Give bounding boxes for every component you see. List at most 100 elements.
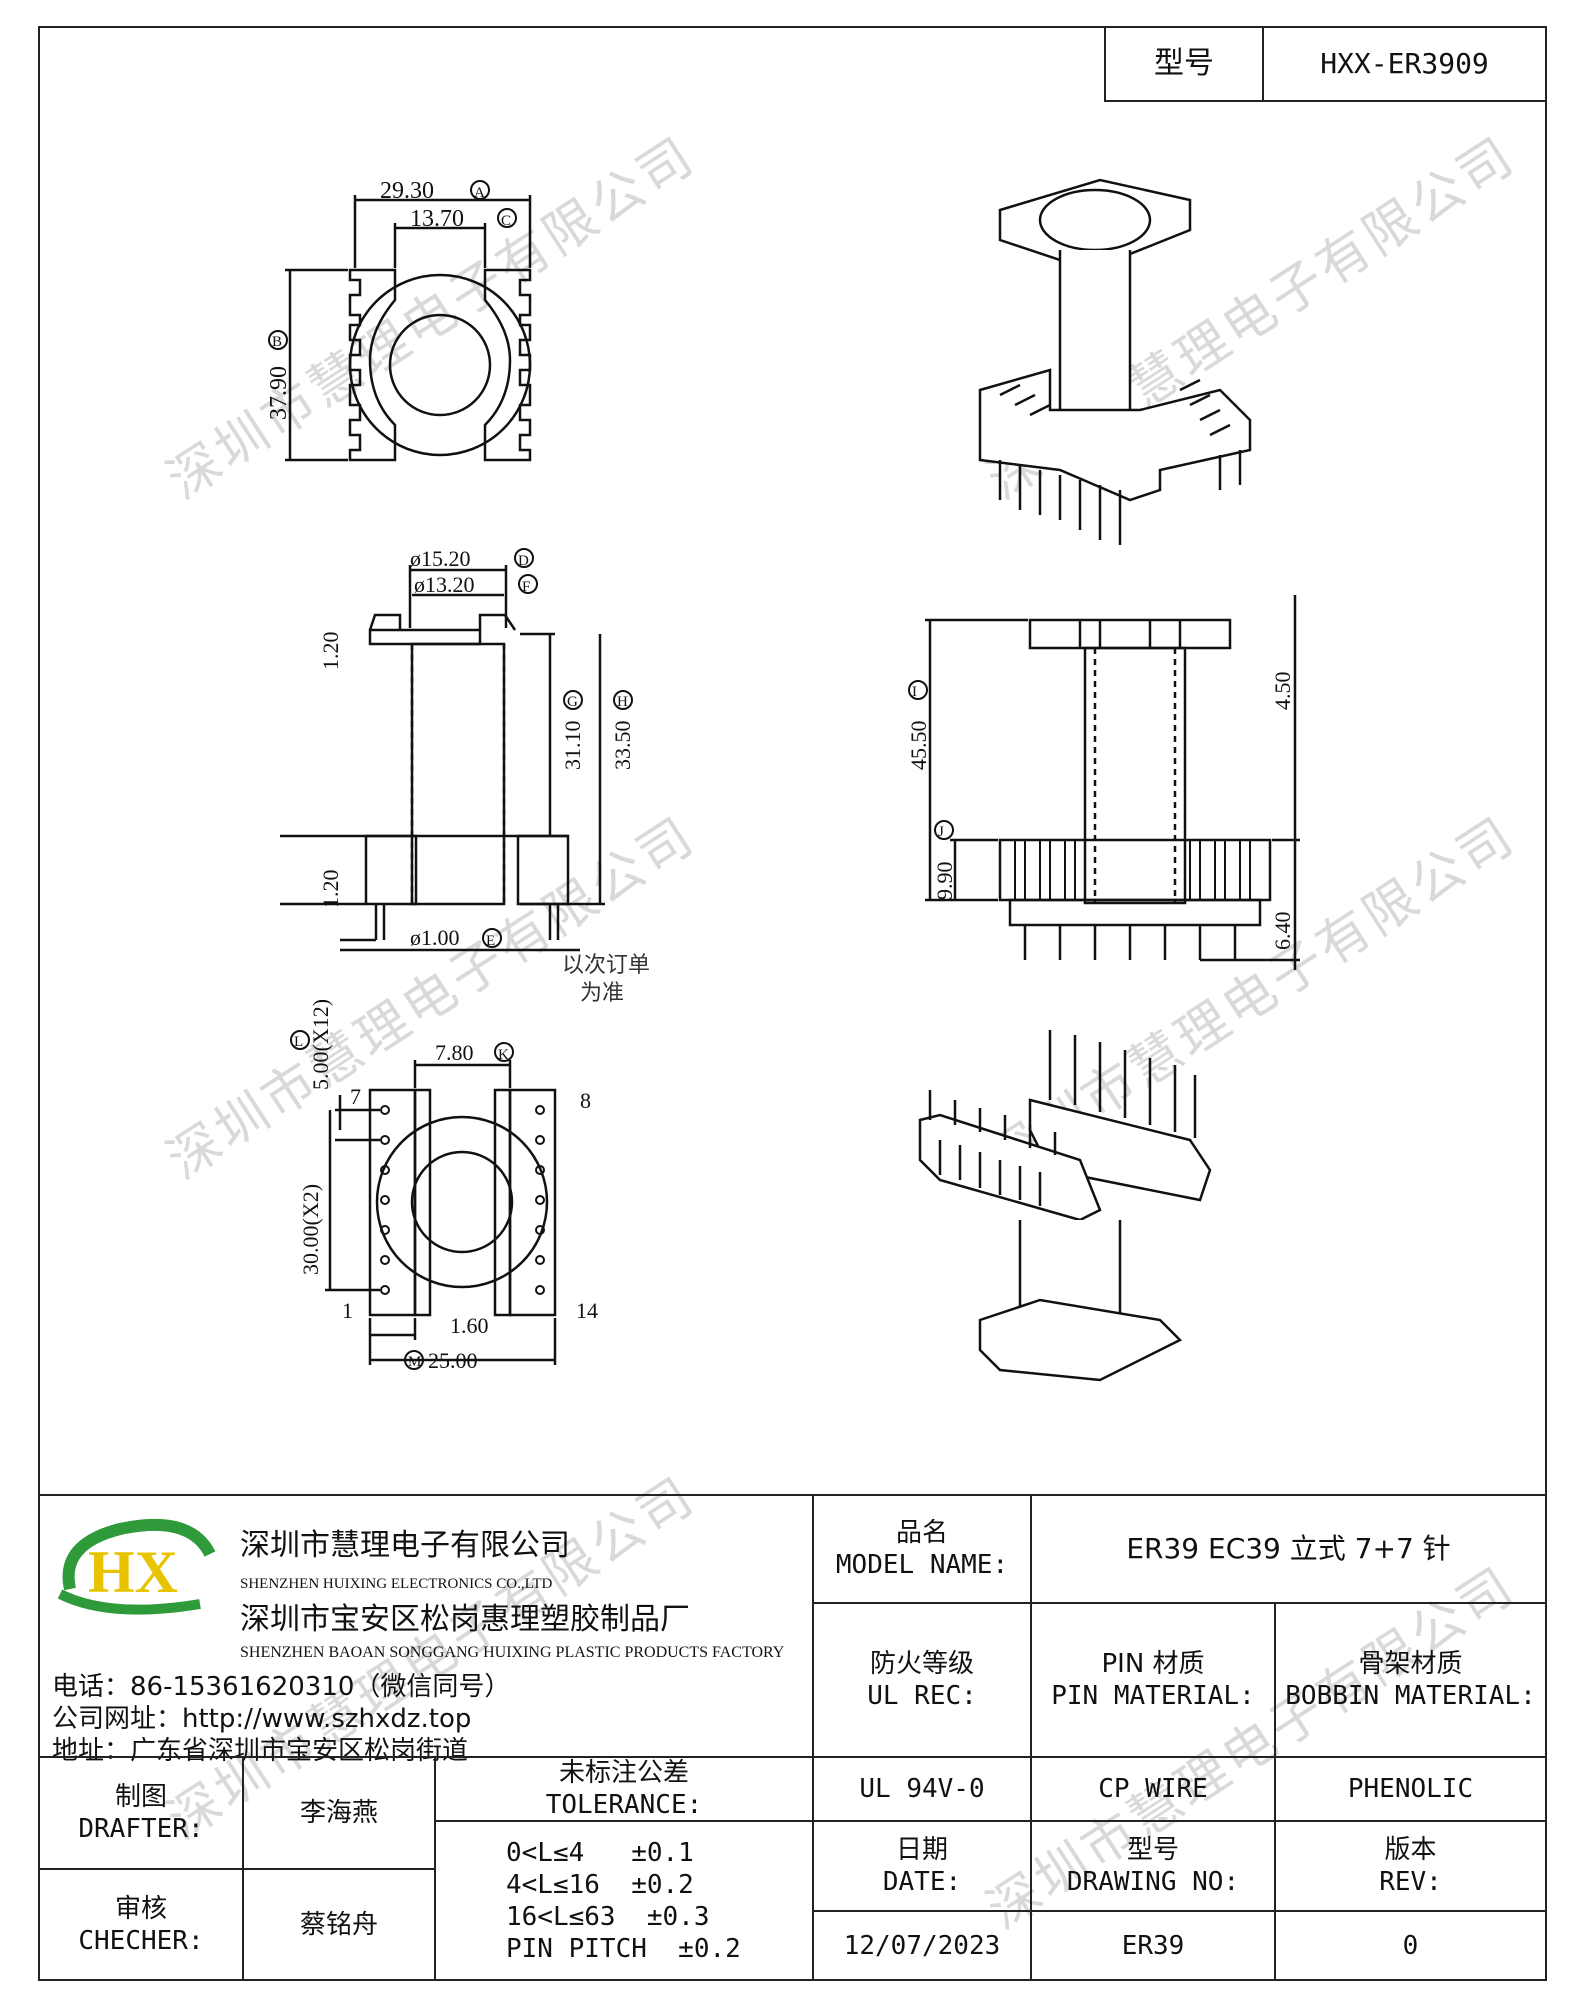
dim-rows: 30.00(X2): [298, 1184, 323, 1275]
company-phone: 电话：86-15361620310（微信同号）: [52, 1672, 511, 1702]
model-value: HXX-ER3909: [1320, 47, 1489, 80]
ul-value: UL 94V-0: [859, 1774, 985, 1804]
bobbin-value-cell: PHENOLIC: [1274, 1756, 1547, 1822]
dim-height: 37.90: [266, 366, 292, 420]
dim-flange: 1.20: [318, 632, 343, 671]
model-name-label-en: MODEL NAME:: [835, 1550, 1009, 1580]
note-line2: 为准: [580, 980, 624, 1005]
model-name-label-cn: 品名: [895, 1518, 948, 1548]
dim-mark-g: G: [567, 694, 578, 710]
dim-side-base: 9.90: [932, 862, 957, 901]
drawing-no-value: ER39: [1121, 1930, 1185, 1961]
date-value: 12/07/2023: [843, 1930, 1001, 1961]
bobbin-material-label-cn: 骨架材质: [1358, 1649, 1463, 1679]
drafter-value: 李海燕: [299, 1798, 378, 1828]
dim-total: 33.50: [610, 721, 635, 771]
ul-label-cell: 防火等级 UL REC:: [812, 1602, 1032, 1758]
pin-value-cell: CP WIRE: [1030, 1756, 1276, 1822]
tolerance-line: 0<L≤4 ±0.1: [506, 1837, 694, 1868]
dim-mark-h: H: [617, 694, 628, 710]
checker-value-cell: 蔡铭舟: [242, 1868, 436, 1981]
dim-mark-j: J: [938, 824, 944, 840]
tolerance-line: 16<L≤63 ±0.3: [506, 1901, 710, 1932]
dim-pin-diameter: ø1.00: [410, 925, 460, 950]
ul-label-en: UL REC:: [867, 1681, 977, 1711]
pin-label-1: 1: [342, 1298, 353, 1323]
drafter-value-cell: 李海燕: [242, 1756, 436, 1870]
dim-top-gap: 4.50: [1270, 672, 1295, 711]
pin-material-label-cn: PIN 材质: [1101, 1649, 1205, 1679]
drawing-no-label-cn: 型号: [1126, 1835, 1179, 1865]
checker-value: 蔡铭舟: [299, 1909, 378, 1940]
ul-label-cn: 防火等级: [869, 1649, 974, 1679]
dim-mark-i: I: [912, 684, 917, 700]
dim-pin-length: 6.40: [1270, 912, 1295, 951]
dim-mark-b: B: [272, 334, 282, 350]
isometric-view-top: [978, 178, 1252, 545]
date-label-cn: 日期: [895, 1835, 948, 1865]
dim-mark-f: F: [522, 579, 530, 595]
tolerance-values-cell: 0<L≤4 ±0.1 4<L≤16 ±0.2 16<L≤63 ±0.3 PIN …: [434, 1820, 814, 1981]
factory-name-en: SHENZHEN BAOAN SONGGANG HUIXING PLASTIC …: [240, 1644, 785, 1661]
dim-diameter-outer: ø15.20: [410, 546, 471, 571]
tolerance-label-cell: 未标注公差 TOLERANCE:: [434, 1756, 814, 1822]
model-name-value-cell: ER39 EC39 立式 7+7 针: [1030, 1494, 1547, 1604]
rev-label-en: REV:: [1379, 1867, 1442, 1897]
company-website: 公司网址：http://www.szhxdz.top: [52, 1704, 472, 1734]
ul-value-cell: UL 94V-0: [812, 1756, 1032, 1822]
pin-material-label-cell: PIN 材质 PIN MATERIAL:: [1030, 1602, 1276, 1758]
tolerance-line: 4<L≤16 ±0.2: [506, 1869, 694, 1900]
side-view-drawing: 45.50 I 9.90 J 4.50 6.40: [906, 595, 1300, 970]
dim-mark-l: L: [294, 1034, 303, 1050]
model-value-cell: HXX-ER3909: [1262, 26, 1547, 102]
dim-width-inner: 13.70: [410, 206, 464, 232]
drafter-label-en: DRAFTER:: [78, 1814, 204, 1844]
rev-label-cell: 版本 REV:: [1274, 1820, 1547, 1912]
factory-name-cn: 深圳市宝安区松岗惠理塑胶制品厂: [240, 1602, 690, 1637]
logo-text: HX: [88, 1539, 178, 1605]
dim-mark-e: E: [486, 933, 495, 949]
model-name-value: ER39 EC39 立式 7+7 针: [1126, 1532, 1451, 1565]
model-label-cell: 型号: [1104, 26, 1264, 102]
date-value-cell: 12/07/2023: [812, 1910, 1032, 1981]
dim-pitch: 5.00(X12): [308, 1000, 333, 1090]
note-line1: 以次订单: [562, 952, 650, 977]
company-logo: HX: [57, 1518, 216, 1615]
dim-diameter-inner: ø13.20: [414, 572, 475, 597]
tolerance-line: PIN PITCH ±0.2: [506, 1933, 741, 1964]
pin-label-7: 7: [350, 1084, 361, 1109]
checker-label-cn: 审核: [114, 1893, 167, 1924]
drafter-label-cell: 制图 DRAFTER:: [38, 1756, 244, 1870]
dim-base: 1.20: [318, 870, 343, 909]
pin-value: CP WIRE: [1098, 1774, 1208, 1804]
dim-pin-offset: 1.60: [450, 1313, 489, 1338]
checker-label-cell: 审核 CHECHER:: [38, 1868, 244, 1981]
bobbin-value: PHENOLIC: [1347, 1774, 1474, 1804]
rev-label-cn: 版本: [1384, 1835, 1437, 1865]
checker-label-en: CHECHER:: [78, 1925, 204, 1956]
top-view-drawing: 29.30 A 13.70 C 37.90 B: [266, 180, 532, 462]
dim-width-outer: 29.30: [380, 180, 434, 204]
company-address: 地址：广东省深圳市宝安区松岗街道: [52, 1736, 469, 1766]
tolerance-label-cn: 未标注公差: [558, 1758, 689, 1788]
model-label: 型号: [1154, 46, 1214, 81]
dim-mark-d: D: [518, 553, 529, 569]
tolerance-label-en: TOLERANCE:: [545, 1790, 703, 1820]
rev-value: 0: [1402, 1930, 1419, 1961]
pin-material-label-en: PIN MATERIAL:: [1051, 1681, 1255, 1711]
dim-slot: 7.80: [435, 1040, 474, 1065]
dim-mark-m: M: [408, 1354, 421, 1370]
date-label-cell: 日期 DATE:: [812, 1820, 1032, 1912]
dim-mark-c: C: [501, 213, 511, 229]
company-name-en: SHENZHEN HUIXING ELECTRONICS CO.,LTD: [240, 1576, 553, 1592]
model-name-label-cell: 品名 MODEL NAME:: [812, 1494, 1032, 1604]
drawing-no-label-cell: 型号 DRAWING NO:: [1030, 1820, 1276, 1912]
company-name-cn: 深圳市慧理电子有限公司: [240, 1528, 570, 1563]
pin-label-14: 14: [576, 1298, 598, 1323]
dim-base-width: 25.00: [428, 1348, 478, 1373]
pin-label-8: 8: [580, 1088, 591, 1113]
bobbin-material-label-en: BOBBIN MATERIAL:: [1285, 1681, 1536, 1711]
dim-body: 31.10: [560, 721, 585, 771]
rev-value-cell: 0: [1274, 1910, 1547, 1981]
drafter-label-cn: 制图: [114, 1782, 167, 1812]
